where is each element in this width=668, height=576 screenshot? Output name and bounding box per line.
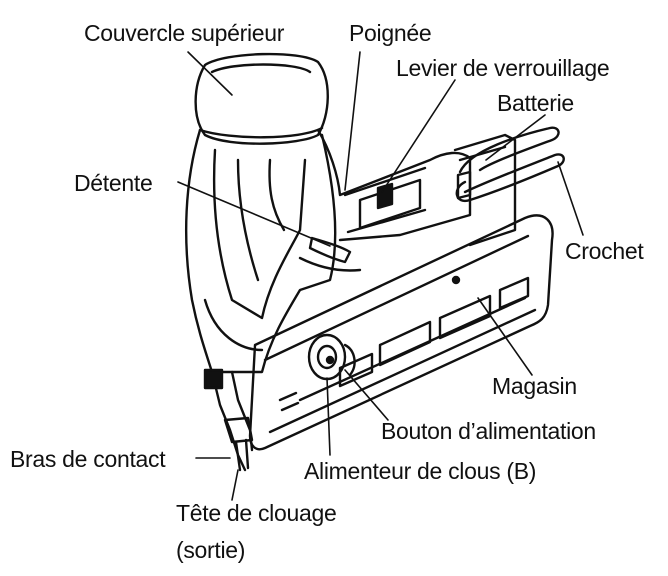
leader-feed-button (344, 369, 389, 421)
handle-part (316, 128, 472, 242)
label-top-cover: Couvercle supérieur (84, 20, 285, 46)
leader-nail-feeder (326, 377, 331, 456)
leader-hook (557, 161, 584, 236)
nose-part (203, 368, 254, 472)
leader-lock-lever (381, 79, 456, 193)
leader-lines (177, 51, 584, 501)
leader-battery (485, 114, 546, 161)
leader-trigger (177, 181, 331, 247)
top-cover-part (194, 52, 329, 145)
label-battery: Batterie (497, 90, 574, 116)
leader-top-cover (187, 51, 233, 96)
label-contact-arm: Bras de contact (10, 446, 166, 472)
leader-magazine (477, 297, 533, 376)
leader-nailing-head (231, 469, 239, 501)
tool-body-part (185, 128, 337, 374)
trigger-part (298, 236, 362, 272)
hook-part (455, 126, 565, 203)
label-lock-lever: Levier de verrouillage (396, 55, 610, 81)
label-nailing-head: Tête de clouage (176, 500, 337, 526)
label-trigger: Détente (74, 170, 153, 196)
label-handle: Poignée (349, 20, 432, 46)
label-feed-button: Bouton d’alimentation (381, 418, 596, 444)
label-magazine: Magasin (492, 373, 577, 399)
label-nailing-head-sub: (sortie) (176, 537, 246, 563)
label-nail-feeder: Alimenteur de clous (B) (304, 458, 537, 484)
label-hook: Crochet (565, 238, 644, 264)
leader-handle (344, 51, 361, 191)
magazine-part (248, 214, 554, 451)
